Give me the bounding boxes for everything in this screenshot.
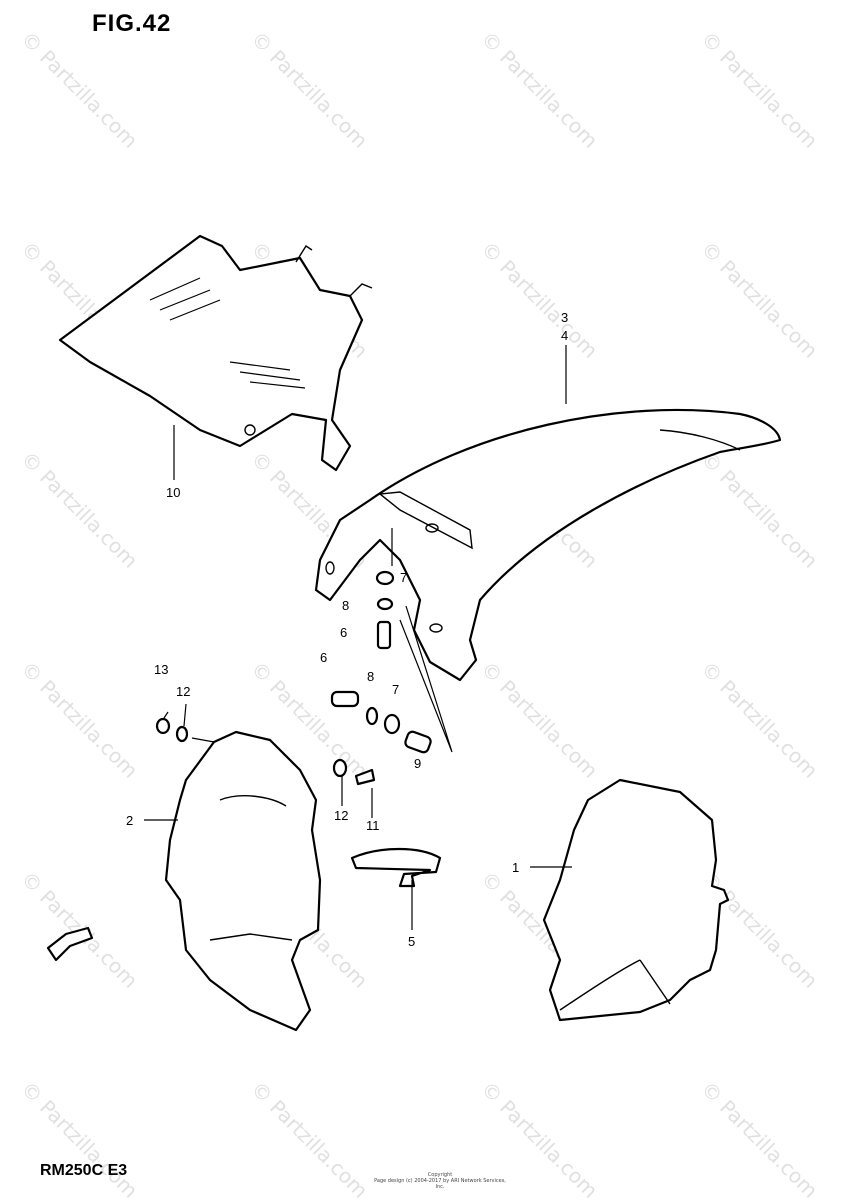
watermark-text: © Partzilla.com	[696, 237, 822, 363]
part-1-mud-flap[interactable]	[542, 778, 730, 1022]
callout-5: 5	[408, 934, 415, 949]
leader-lines	[144, 345, 572, 930]
watermark-text: © Partzilla.com	[246, 1077, 372, 1200]
part-5-clamp[interactable]	[350, 847, 442, 888]
front-arrow-icon	[46, 926, 94, 962]
callout-1: 1	[512, 860, 519, 875]
callout-4: 4	[561, 328, 568, 343]
callout-6a: 6	[340, 625, 347, 640]
model-code: RM250C E3	[40, 1162, 128, 1179]
watermark-text: © Partzilla.com	[696, 657, 822, 783]
callout-7a: 7	[400, 570, 407, 585]
watermark-text: © Partzilla.com	[16, 657, 142, 783]
callout-10: 10	[166, 485, 180, 500]
callout-6b: 6	[320, 650, 327, 665]
copyright-notice: Copyright Page design (c) 2004-2017 by A…	[370, 1172, 510, 1190]
watermark-text: © Partzilla.com	[246, 27, 372, 153]
callout-labels: 10 3 4 7 8 6 6 8 7 13 12 9 12 11 2 1 5	[126, 310, 568, 949]
watermark-text: © Partzilla.com	[476, 27, 602, 153]
watermark-text: © Partzilla.com	[696, 27, 822, 153]
callout-12b: 12	[334, 808, 348, 823]
parts-12-13-washers[interactable]	[155, 717, 376, 786]
copyright-line1: Copyright	[427, 1172, 453, 1178]
watermark-text: © Partzilla.com	[696, 447, 822, 573]
part-10-plate[interactable]	[58, 234, 373, 472]
callout-7b: 7	[392, 682, 399, 697]
callout-13: 13	[154, 662, 168, 677]
watermark-text: © Partzilla.com	[16, 447, 142, 573]
callout-2: 2	[126, 813, 133, 828]
callout-12a: 12	[176, 684, 190, 699]
hardware-group-upper[interactable]	[375, 570, 395, 650]
figure-title: FIG.42	[92, 10, 172, 37]
callout-11: 11	[366, 818, 380, 833]
callout-9: 9	[414, 756, 421, 771]
watermark-text: © Partzilla.com	[476, 657, 602, 783]
watermark-text: © Partzilla.com	[476, 237, 602, 363]
copyright-line2: Page design (c) 2004-2017 by ARI Network…	[374, 1178, 506, 1190]
callout-8b: 8	[367, 669, 374, 684]
callout-8a: 8	[342, 598, 349, 613]
watermark-text: © Partzilla.com	[16, 1077, 142, 1200]
hardware-group-lower[interactable]	[330, 605, 453, 754]
watermark-text: © Partzilla.com	[696, 1077, 822, 1200]
callout-3: 3	[561, 310, 568, 325]
part-2-mud-flap[interactable]	[164, 730, 322, 1032]
watermark-text: © Partzilla.com	[16, 27, 142, 153]
part-3-4-rear-fender[interactable]	[314, 408, 782, 682]
